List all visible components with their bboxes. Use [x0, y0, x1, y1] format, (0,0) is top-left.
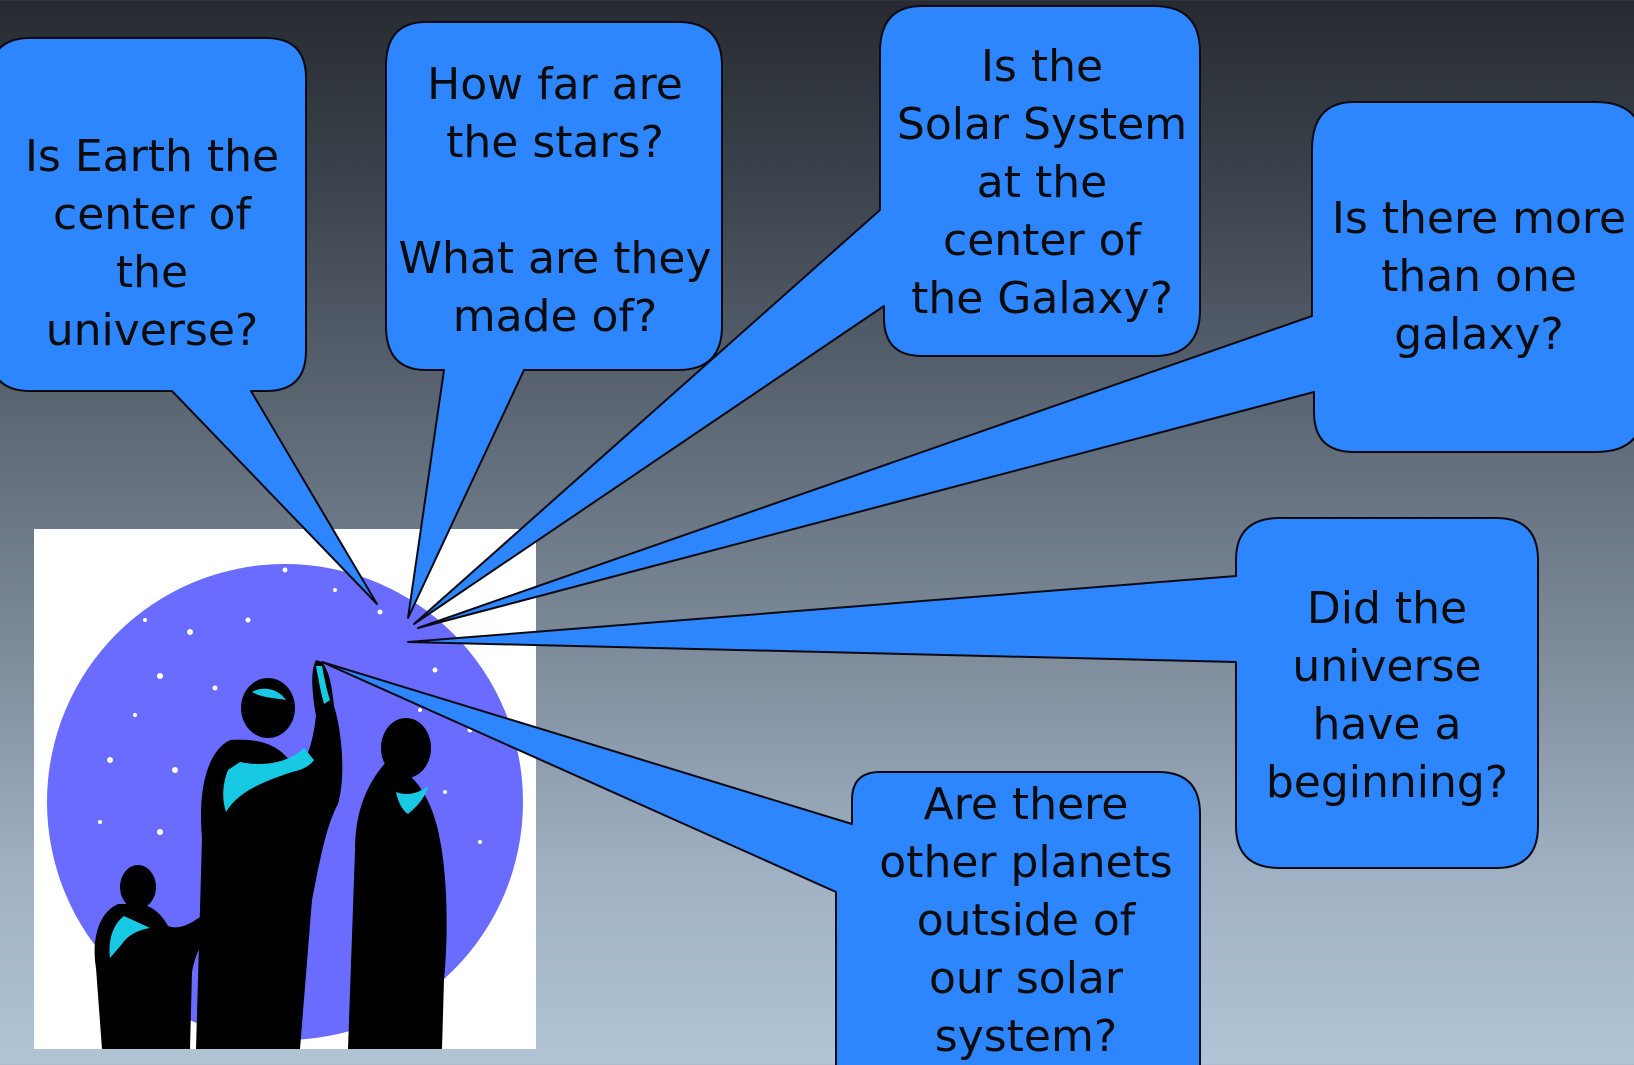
speech-bubble-stars — [385, 21, 723, 619]
question-earth-center: Is Earth the center of the universe? — [24, 131, 280, 356]
speech-bubble-more-galaxies — [417, 101, 1634, 629]
speech-bubble-solar-system-center — [413, 5, 1201, 625]
speech-bubble-earth-center — [0, 37, 378, 605]
speech-bubbles — [0, 5, 1634, 1065]
adult-pointing-silhouette — [196, 660, 343, 1049]
question-more-galaxies: Is there more than one galaxy? — [1331, 193, 1627, 360]
question-other-planets: Are there other planets outside of our s… — [879, 779, 1173, 1062]
woman-silhouette — [348, 718, 447, 1049]
question-stars: How far are the stars? What are they mad… — [398, 59, 712, 342]
stargazers-illustration — [34, 529, 536, 1049]
child-silhouette — [94, 865, 214, 1049]
question-universe-beginning: Did the universe have a beginning? — [1265, 583, 1509, 808]
speech-bubble-other-planets — [321, 661, 1201, 1065]
question-solar-system-center: Is the Solar System at the center of the… — [896, 41, 1188, 324]
speech-bubble-universe-beginning — [407, 517, 1539, 869]
